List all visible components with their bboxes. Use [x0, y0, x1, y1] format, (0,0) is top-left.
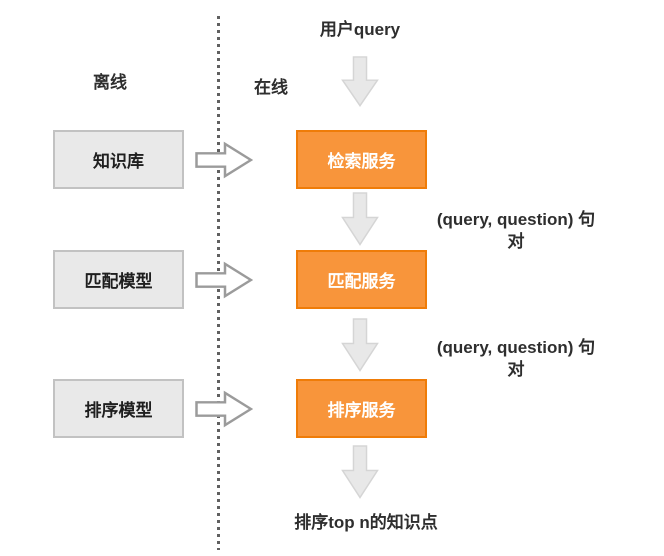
down-arrow-icon — [341, 445, 379, 499]
query-question-pair-label: (query, question) 句 对 — [388, 337, 644, 381]
pair-label-line1: (query, question) 句 — [436, 338, 596, 357]
retrieval-service-box: 检索服务 — [296, 130, 427, 189]
ranking-model-box: 排序模型 — [53, 379, 184, 438]
pair-label-line1: (query, question) 句 — [436, 210, 596, 229]
pair-label-line2: 对 — [507, 232, 525, 251]
matching-service-box: 匹配服务 — [296, 250, 427, 309]
pair-label-line2: 对 — [507, 360, 525, 379]
right-arrow-icon — [195, 141, 253, 179]
query-question-pair-label: (query, question) 句 对 — [388, 209, 644, 253]
online-section-label: 在线 — [254, 78, 288, 97]
user-query-label: 用户query — [319, 20, 401, 39]
down-arrow-icon — [341, 56, 379, 107]
right-arrow-icon — [195, 261, 253, 299]
ranking-service-box: 排序服务 — [296, 379, 427, 438]
down-arrow-icon — [341, 318, 379, 372]
offline-section-label: 离线 — [93, 73, 127, 92]
right-arrow-icon — [195, 390, 253, 428]
top-n-result-label: 排序top n的知识点 — [294, 513, 438, 532]
matching-model-box: 匹配模型 — [53, 250, 184, 309]
knowledge-base-box: 知识库 — [53, 130, 184, 189]
down-arrow-icon — [341, 192, 379, 246]
